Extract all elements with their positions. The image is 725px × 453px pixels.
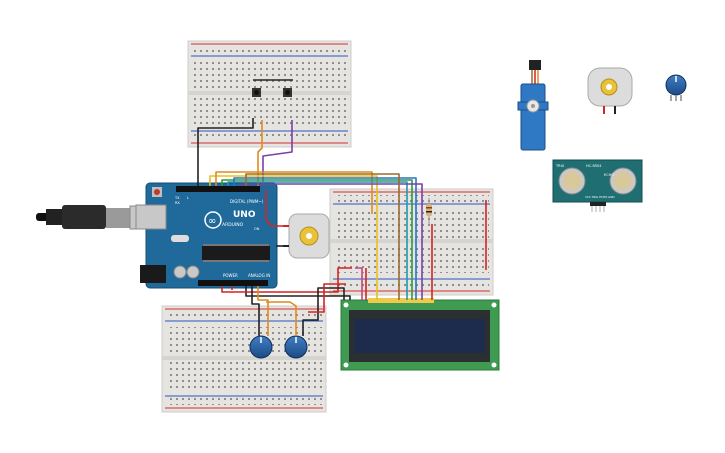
lcd-16x2[interactable]	[340, 298, 500, 371]
potentiometer[interactable]	[284, 335, 308, 359]
tx-label: TX	[174, 196, 180, 200]
ultrasonic-sensor[interactable]: HC-SR04 TRIG ECHO VCC TRIG ECHO GND	[552, 159, 643, 212]
power-label: POWER	[223, 273, 238, 278]
dc-motor[interactable]	[587, 67, 633, 114]
sensor-echo: ECHO	[604, 173, 614, 177]
sensor-model: HC-SR04	[586, 164, 602, 168]
micro-servo[interactable]	[517, 60, 549, 151]
dc-motor[interactable]	[283, 213, 330, 259]
pushbutton[interactable]	[252, 79, 293, 97]
rx-label: RX	[175, 201, 180, 205]
board-brand: ARDUINO	[222, 222, 244, 228]
l-label: L	[187, 196, 189, 200]
breadboard-top[interactable]	[187, 40, 352, 148]
resistor[interactable]	[426, 198, 432, 224]
sensor-pins: VCC TRIG ECHO GND	[585, 195, 615, 199]
potentiometer[interactable]	[665, 74, 687, 101]
board-name: UNO	[233, 210, 256, 220]
potentiometer[interactable]	[249, 335, 273, 359]
on-label: ON	[254, 227, 260, 231]
sensor-trig: TRIG	[555, 164, 565, 168]
wires	[197, 118, 487, 336]
arduino-logo: ∞	[208, 216, 216, 227]
analog-label: ANALOG IN	[248, 273, 270, 278]
digital-label: DIGITAL (PWM~)	[230, 199, 264, 204]
breadboard-bottom[interactable]	[161, 305, 327, 413]
arduino-uno-board[interactable]: ∞ UNO ARDUINO DIGITAL (PWM~) TX RX L ON …	[135, 182, 278, 289]
